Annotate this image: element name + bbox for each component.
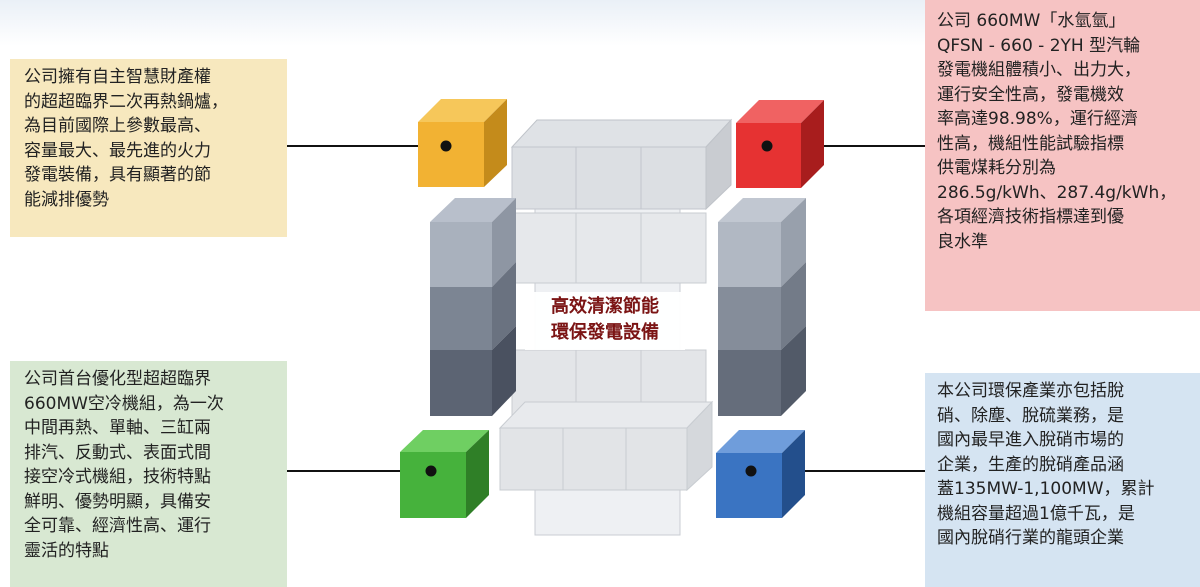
- right-gray-column: [718, 198, 806, 416]
- center-title-line: 高效清潔節能: [551, 296, 659, 317]
- callout-line: 286.5g/kWh、287.4g/kWh，: [937, 182, 1177, 203]
- callout-line: 靈活的特點: [24, 540, 109, 561]
- blue-cube: [716, 430, 805, 518]
- callout-top-left: 公司擁有自主智慧財產權 的超超臨界二次再熱鍋爐， 為目前國際上參數最高、 容量最…: [10, 59, 287, 237]
- callout-line: 良水準: [937, 231, 988, 252]
- center-title-line: 環保發電設備: [551, 322, 659, 343]
- callout-line: 性高，機組性能試驗指標: [937, 133, 1124, 154]
- callout-line: 中間再熱、單軸、三缸兩: [24, 418, 211, 438]
- callout-line: 的超超臨界二次再熱鍋爐，: [24, 91, 228, 112]
- callout-line: 企業，生產的脫硝產品涵: [937, 454, 1124, 475]
- callout-line: 容量最大、最先進的火力: [24, 140, 211, 161]
- callout-line: 本公司環保產業亦包括脫: [937, 381, 1124, 401]
- callout-line: 供電煤耗分別為: [937, 158, 1056, 178]
- callout-line: 公司 660MW「水氫氫」: [937, 11, 1126, 31]
- left-gray-column: [430, 198, 516, 416]
- callout-line: 硝、除塵、脫硫業務，是: [937, 405, 1124, 426]
- callout-line: 接空冷式機組，技術特點: [24, 467, 211, 487]
- callout-line: 率高達98.98%，運行經濟: [937, 109, 1138, 129]
- callout-top-right: 公司 660MW「水氫氫」 QFSN - 660 - 2YH 型汽輪 發電機組體…: [925, 0, 1200, 311]
- center-title: 高效清潔節能 環保發電設備: [525, 292, 685, 350]
- callout-line: 660MW空冷機組，為一次: [24, 393, 224, 414]
- callout-line: 發電裝備，具有顯著的節: [24, 165, 211, 185]
- callout-line: 國內最早進入脫硝市場的: [937, 430, 1124, 450]
- callout-line: QFSN - 660 - 2YH 型汽輪: [937, 35, 1141, 56]
- callout-line: 公司首台優化型超超臨界: [24, 369, 211, 389]
- callout-line: 機組容量超過1億千瓦，是: [937, 503, 1135, 524]
- callout-line: 國內脫硝行業的龍頭企業: [937, 528, 1124, 548]
- callout-line: 為目前國際上參數最高、: [24, 116, 211, 136]
- green-cube: [400, 430, 489, 518]
- callout-line: 蓋135MW-1,100MW，累計: [937, 479, 1155, 499]
- yellow-cube: [418, 99, 507, 187]
- callout-line: 鮮明、優勢明顯，具備安: [24, 491, 211, 512]
- callout-line: 全可靠、經濟性高、運行: [24, 516, 211, 536]
- callout-line: 各項經濟技術指標達到優: [937, 207, 1124, 227]
- callout-line: 發電機組體積小、出力大，: [937, 60, 1141, 80]
- callout-line: 排汽、反動式、表面式間: [24, 442, 211, 463]
- callout-bottom-right: 本公司環保產業亦包括脫 硝、除塵、脫硫業務，是 國內最早進入脫硝市場的 企業，生…: [925, 373, 1200, 587]
- callout-line: 公司擁有自主智慧財產權: [24, 67, 211, 87]
- red-cube: [736, 100, 824, 188]
- callout-bottom-left: 公司首台優化型超超臨界 660MW空冷機組，為一次 中間再熱、單軸、三缸兩 排汽…: [10, 361, 287, 587]
- callout-line: 運行安全性高，發電機效: [937, 84, 1124, 105]
- callout-line: 能減排優勢: [24, 189, 109, 210]
